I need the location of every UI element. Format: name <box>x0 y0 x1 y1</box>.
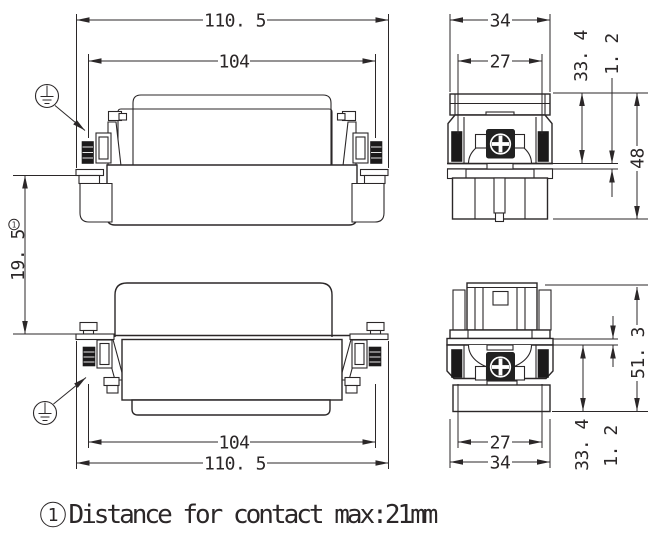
contact-stud-right <box>537 131 549 162</box>
cage-clamp-left <box>96 339 113 369</box>
svg-text:1: 1 <box>12 220 17 229</box>
dim-19-5: 19. 5 <box>8 229 29 281</box>
dim-33-4-bottom: 33. 4 <box>572 419 593 471</box>
mount-plate-left <box>75 168 105 177</box>
cage-clamp-right <box>351 339 368 369</box>
dim-33-4-top: 33. 4 <box>571 30 592 82</box>
dim-110-5-bottom: 110. 5 <box>204 454 266 475</box>
flange-foot-left <box>446 168 467 180</box>
footnote-text: Distance for contact max:21mm <box>69 500 438 530</box>
housing-body <box>106 164 358 226</box>
side-post-right <box>538 289 552 331</box>
hood-shell <box>117 108 333 165</box>
latch-knob-right <box>336 112 346 121</box>
cage-clamp-left <box>95 132 112 164</box>
cage-clamp-left-inner <box>98 136 109 160</box>
wing-right <box>512 365 526 381</box>
dim-48: 48 <box>628 148 649 169</box>
cage-clamp-right-inner <box>355 136 366 160</box>
phillips-screw-icon <box>486 352 515 382</box>
latch-foot-left <box>106 384 119 394</box>
wing-right <box>512 133 526 149</box>
contact-stud-right <box>368 346 382 367</box>
screw-cap-right <box>366 321 385 332</box>
mount-block-left <box>78 174 101 185</box>
side-post-left <box>452 289 466 331</box>
dim-34-bottom: 34 <box>490 453 511 474</box>
insert-lower <box>131 399 331 416</box>
mount-column-left <box>79 182 113 223</box>
cage-clamp-right-inner <box>354 342 365 366</box>
latch-tab-left <box>103 376 120 387</box>
side-view-bottom <box>446 282 554 413</box>
phillips-screw-icon <box>486 129 515 159</box>
contact-stud-left <box>451 131 463 162</box>
dim-27-bottom: 27 <box>490 433 511 454</box>
mount-plate-right <box>359 168 389 177</box>
lower-body <box>452 384 551 413</box>
side-view-top <box>446 93 554 223</box>
dim-51-3: 51. 3 <box>628 327 649 379</box>
dim-104-top: 104 <box>218 52 249 73</box>
dimension-lines <box>13 14 648 469</box>
contact-stud-right <box>537 349 549 378</box>
wing-left <box>474 365 488 381</box>
mount-plate-left <box>75 333 115 341</box>
hood-lid <box>132 94 332 168</box>
footnote-marker-digit: 1 <box>48 505 59 526</box>
cage-clamp-left-inner <box>99 342 110 366</box>
dimension-labels: 110. 5 104 34 27 33. 4 1. 2 48 19. 5 1 1… <box>8 11 649 475</box>
latch-foot-right <box>345 384 358 394</box>
center-slot <box>493 177 506 214</box>
cage-clamp-right <box>352 132 369 164</box>
latch-knob-left <box>118 112 128 121</box>
flange-notch <box>486 162 514 170</box>
flange-notch <box>486 344 514 351</box>
hood-tab <box>492 290 509 306</box>
hood-top <box>114 282 333 337</box>
screw-cap-left <box>79 321 98 332</box>
latch-tab-right <box>344 376 361 387</box>
insert-face <box>121 338 343 401</box>
leader-arrow <box>54 105 86 131</box>
mount-block-right <box>363 174 386 185</box>
contact-stud-left <box>451 349 463 378</box>
dim-110-5-top: 110. 5 <box>204 11 266 32</box>
mount-column-right <box>351 182 385 223</box>
dim-104-bottom: 104 <box>218 433 249 454</box>
mount-plate-right <box>349 333 389 341</box>
front-view-bottom <box>75 282 389 416</box>
footnote: 1 Distance for contact max:21mm <box>40 500 441 530</box>
footnote-ref-marker: 1 <box>8 218 20 231</box>
dim-27-top: 27 <box>490 52 511 73</box>
footnote-marker-circle <box>40 501 66 528</box>
protective-earth-icon <box>32 377 87 426</box>
dim-34-top: 34 <box>490 11 511 32</box>
contact-stud-left <box>82 346 96 367</box>
flange <box>446 337 554 346</box>
front-view-top <box>75 94 389 226</box>
protective-earth-icon <box>34 83 86 131</box>
step-band <box>449 329 551 340</box>
flange-foot-right <box>533 168 554 180</box>
dim-1-2-bottom: 1. 2 <box>601 425 622 466</box>
wing-left <box>474 133 488 149</box>
hood-block <box>466 282 538 331</box>
dim-1-2-top: 1. 2 <box>602 33 623 74</box>
leader-arrow <box>53 377 87 405</box>
center-pin <box>494 212 505 223</box>
